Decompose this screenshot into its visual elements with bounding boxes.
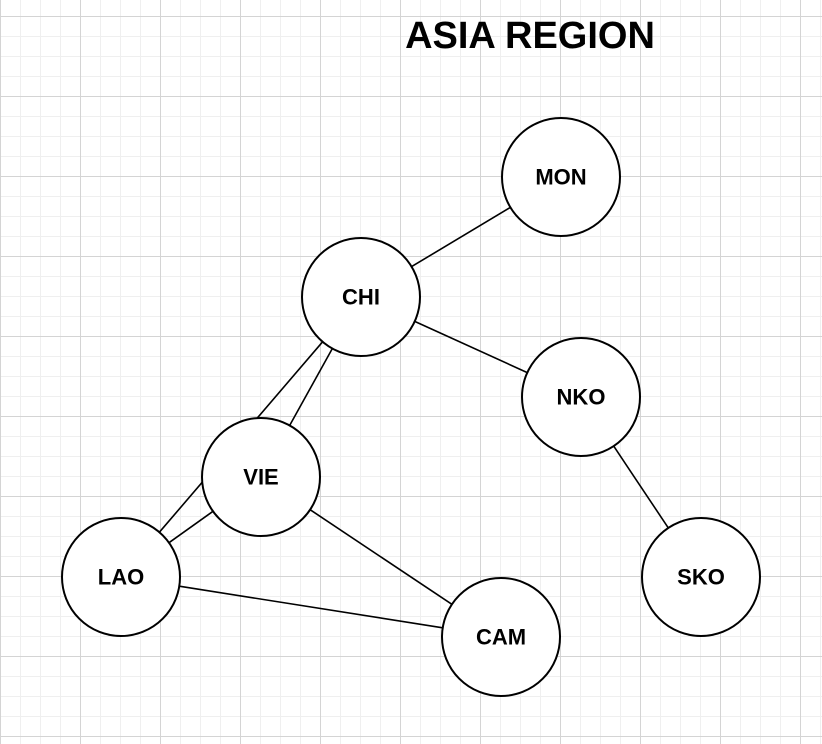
node-circle bbox=[641, 517, 761, 637]
edge-nko-sko bbox=[613, 445, 669, 529]
node-vie[interactable]: VIE bbox=[201, 417, 321, 537]
node-chi[interactable]: CHI bbox=[301, 237, 421, 357]
node-circle bbox=[501, 117, 621, 237]
node-label: CAM bbox=[476, 625, 526, 650]
node-label: NKO bbox=[557, 385, 606, 410]
edge-chi-mon bbox=[411, 206, 511, 268]
node-nko[interactable]: NKO bbox=[521, 337, 641, 457]
edge-lao-cam bbox=[179, 585, 443, 629]
node-circle bbox=[441, 577, 561, 697]
node-label: VIE bbox=[243, 465, 278, 490]
node-circle bbox=[301, 237, 421, 357]
node-circle bbox=[201, 417, 321, 537]
node-label: MON bbox=[535, 165, 586, 190]
nodes-layer: MON CHI NKO VIE LAO CAM SKO bbox=[61, 117, 761, 697]
node-sko[interactable]: SKO bbox=[641, 517, 761, 637]
edge-chi-vie bbox=[289, 348, 333, 426]
node-circle bbox=[521, 337, 641, 457]
edge-chi-nko bbox=[414, 320, 528, 374]
node-mon[interactable]: MON bbox=[501, 117, 621, 237]
node-label: SKO bbox=[677, 565, 725, 590]
node-circle bbox=[61, 517, 181, 637]
node-cam[interactable]: CAM bbox=[441, 577, 561, 697]
node-lao[interactable]: LAO bbox=[61, 517, 181, 637]
edge-vie-cam bbox=[309, 509, 453, 605]
node-label: LAO bbox=[98, 565, 144, 590]
node-label: CHI bbox=[342, 285, 380, 310]
diagram-title: ASIA REGION bbox=[405, 15, 655, 57]
edge-vie-lao bbox=[168, 510, 214, 544]
